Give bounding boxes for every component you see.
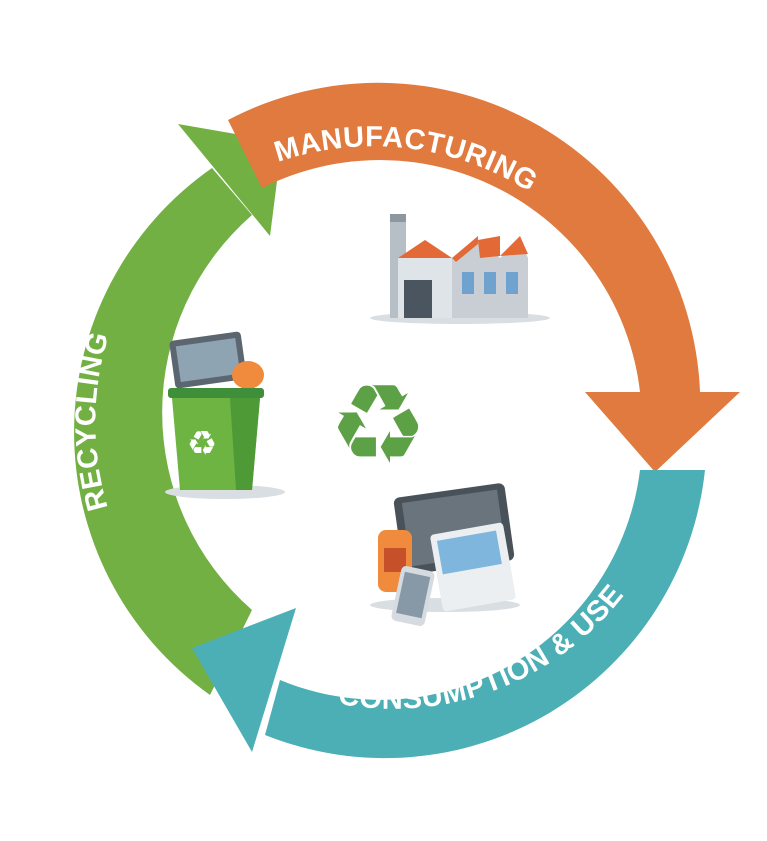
- svg-text:♻: ♻: [329, 360, 428, 488]
- consumption-arrow-band: [265, 470, 705, 759]
- svg-text:♻: ♻: [187, 424, 217, 464]
- devices-icon: [370, 483, 520, 626]
- recycling-arrow-band: [74, 168, 252, 695]
- manufacturing-arrow: [228, 82, 740, 472]
- consumption-arrow: [192, 470, 705, 759]
- factory-icon: [370, 214, 550, 324]
- manufacturing-arrow-head: [585, 392, 740, 472]
- recycle-symbol-icon: ♻: [329, 360, 428, 488]
- manufacturing-arrow-band: [228, 82, 700, 392]
- recycle-bin-icon: ♻: [165, 331, 285, 499]
- consumption-arrow-head: [192, 608, 296, 752]
